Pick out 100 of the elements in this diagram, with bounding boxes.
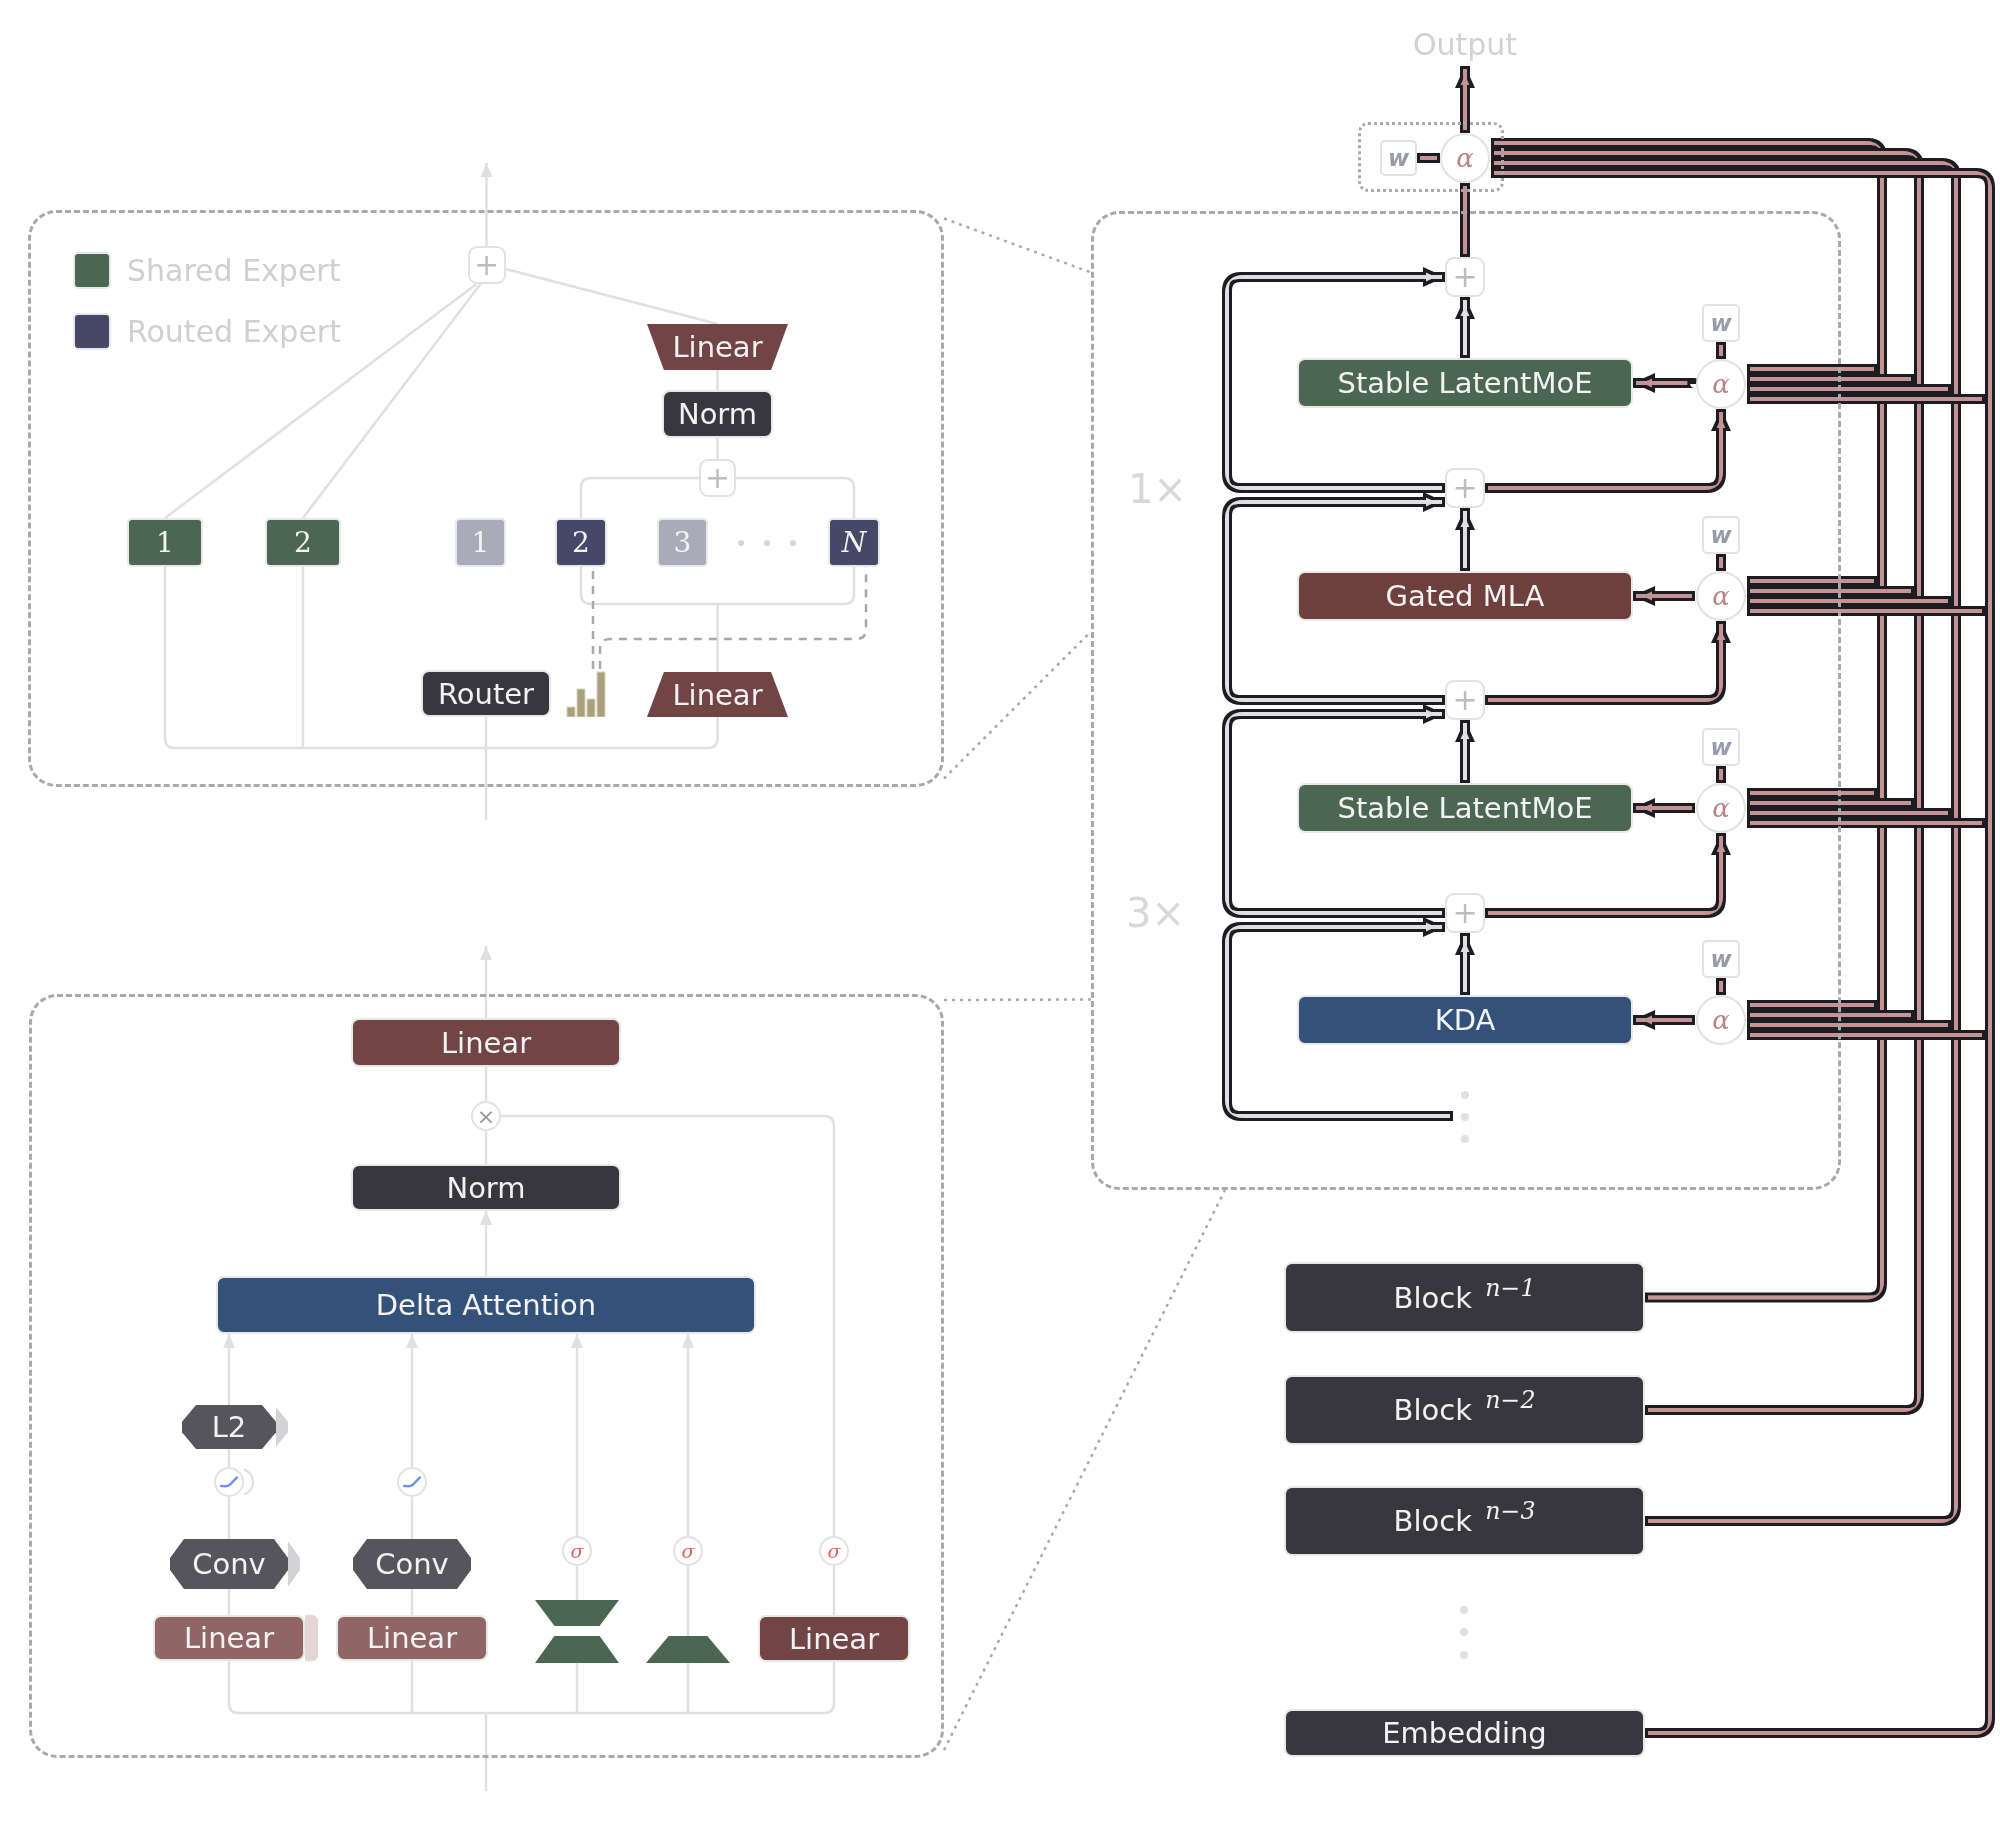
multiply-node: × [471,1101,501,1131]
layer-block: KDA [1297,995,1633,1045]
connector-line [1747,374,1914,384]
connector-line [1645,1035,1995,1738]
connector-line [1716,342,1726,359]
alpha-node: α [1696,571,1746,621]
connector-line [501,1114,836,1536]
dashed-inset-frame [29,994,944,1758]
layer-block: Block $^{n−2}$ [1284,1375,1645,1445]
layer-block: Block $^{n−1}$ [1284,1262,1645,1333]
bar-chart-icon [566,669,606,717]
connector-line [1914,803,1924,1015]
alpha-node: α [1696,783,1746,833]
layer-block: Linear [351,1018,621,1067]
connector-line [1491,148,1924,379]
expert-block: 2 [265,518,341,567]
sum-node: + [1445,893,1485,933]
octagon-block: Conv [353,1539,471,1589]
connector-line [1747,818,1985,828]
connector-line [1747,808,1951,818]
connector-line [688,1662,836,1715]
layer-block: Router [421,670,551,717]
arrow [1455,297,1475,358]
connector-line [1877,793,1887,1005]
connector-line [1645,1015,1924,1415]
connector-line [736,476,856,518]
sigmoid-node: σ [562,1536,592,1566]
weight-tile: w [1702,940,1740,978]
connector-line [227,1661,412,1715]
expert-block: 2 [555,518,607,567]
layer-block: Stable LatentMoE [1297,358,1633,408]
connector-line [1914,591,1924,803]
expert-block: 3 [657,518,708,567]
sum-node: + [699,459,736,497]
connector-line [1747,1030,1985,1040]
arrow [1222,704,1445,918]
connector-line [1417,153,1440,163]
connector-line [1747,798,1914,808]
connector-line [1747,1010,1914,1020]
connector-line [1747,1020,1951,1030]
connector-line [1747,394,1985,404]
connector-line [579,567,718,606]
dashed-repeat-frame [1091,211,1841,1190]
stacked-copy-shape [305,1615,318,1661]
dashed-inset-frame [28,210,944,787]
arrow [1222,267,1445,493]
sigmoid-node: σ [819,1536,849,1566]
layer-block: Embedding [1284,1709,1645,1757]
connector-line [579,476,699,518]
connector-line [1985,399,1995,611]
octagon-block: Conv [170,1539,288,1589]
activation-node [214,1467,244,1497]
weight-tile: w [1702,304,1740,342]
arrow [1633,586,1695,606]
connector-line [486,717,719,750]
arrow [1455,66,1475,133]
connector-line [1985,611,1995,823]
connector-line [1460,183,1470,257]
layer-block: Linear [153,1615,305,1661]
linear-trapezoid: Linear [647,324,788,370]
sigmoid-node: σ [673,1536,703,1566]
sum-node: + [1445,680,1485,720]
expert-block: N [828,518,880,567]
connector-line [1747,788,1877,798]
arrow [682,1334,694,1536]
connector-line [1951,813,1961,1025]
dotted-group-frame [1358,122,1504,192]
layer-block: Stable LatentMoE [1297,783,1633,833]
connector-line [163,567,303,750]
connector-line [1645,1025,1961,1526]
sum-node: + [1445,468,1485,508]
arrow [480,946,492,1018]
zoom-guide-line [942,1189,1227,1751]
connector-line [1747,576,1877,586]
connector-line [1716,978,1726,995]
arrow [406,1334,418,1467]
activation-node [397,1467,427,1497]
connector-line [1747,364,1877,374]
connector-line [1747,596,1951,606]
connector-line [1985,823,1995,1035]
arrow [571,1334,583,1536]
connector-line [1747,586,1914,596]
arrow [1222,492,1445,705]
connector-line [1951,601,1961,813]
connector-line [1951,389,1961,601]
weight-tile: w [1702,516,1740,554]
octagon-block: L2 [182,1405,276,1449]
connector-line [717,567,856,606]
layer-block: Delta Attention [216,1276,756,1334]
layer-block: Gated MLA [1297,571,1633,621]
arrow [480,163,493,246]
sum-node: + [467,246,506,284]
arrow [223,1334,235,1405]
arrow [1485,621,1731,705]
layer-block: Norm [662,390,773,438]
arrow [1222,917,1453,1121]
zoom-guide-line [944,998,1091,1002]
alpha-node: α [1696,359,1746,409]
weight-tile: w [1380,140,1417,176]
expert-block: 1 [455,518,506,567]
